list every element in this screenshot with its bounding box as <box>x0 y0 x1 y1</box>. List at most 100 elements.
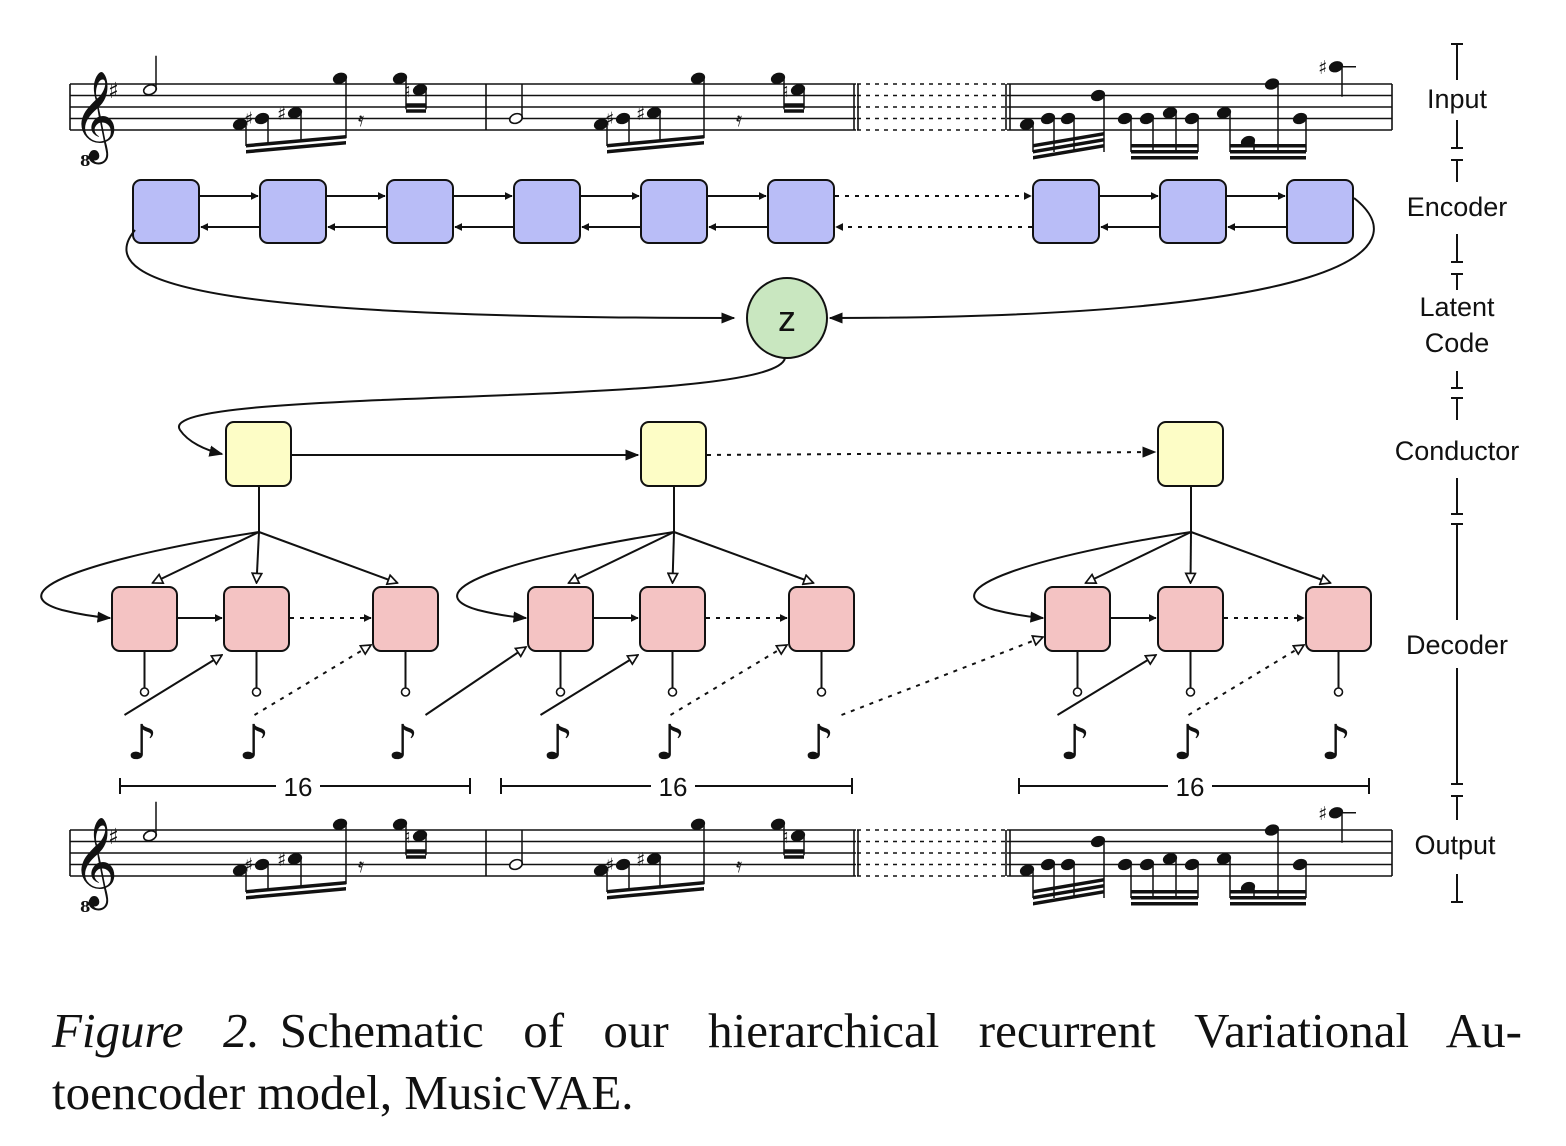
figure-caption: Figure 2.Schematic of our hierarchical r… <box>52 1000 1522 1124</box>
conductor-to-decoder-arrow <box>569 531 675 583</box>
decoder-output-node <box>251 687 262 697</box>
notehead <box>232 864 248 876</box>
accidental: ♯ <box>277 849 286 871</box>
notehead <box>1090 89 1106 102</box>
span-brackets: 16 16 16 <box>119 772 1370 802</box>
beam <box>607 141 704 154</box>
conductor-to-decoder-arrow <box>1191 531 1192 583</box>
musicvae-diagram: 𝄞8♯♯♯𝄿♮♯♯𝄿♮♯ 𝄞8♯♯♯𝄿♮♯♯𝄿♮♯ z ♪♪♪♪♪♪♪♪♪ 16… <box>40 43 1519 916</box>
stage-label-decoder: Decoder <box>1406 630 1508 660</box>
stage-labels: Input Encoder Latent Code Conductor Deco… <box>1395 43 1519 903</box>
input-staff: 𝄞8♯♯♯𝄿♮♯♯𝄿♮♯ <box>69 55 1393 170</box>
conductor-loop-arrow <box>456 531 675 623</box>
decoder-output-node <box>1333 687 1344 697</box>
note-feedback-arrow-dotted <box>669 645 788 716</box>
notehead <box>1117 858 1133 871</box>
conductor-to-decoder-arrow <box>673 531 814 583</box>
notehead <box>1162 853 1178 865</box>
note-feedback-arrow-dotted <box>253 645 372 716</box>
conductor-cell <box>225 421 292 487</box>
octave-mark: 8 <box>80 152 90 170</box>
notehead <box>287 853 303 865</box>
notehead <box>1117 112 1133 125</box>
decoder-cell <box>111 586 178 652</box>
notehead <box>332 72 348 84</box>
decoder-cell <box>1157 586 1224 652</box>
accidental: ♯ <box>244 109 253 131</box>
beam <box>406 849 426 853</box>
notehead <box>1292 858 1308 871</box>
eighth-note-icon: ♪ <box>127 715 158 771</box>
accidental: ♮ <box>782 826 789 848</box>
beam <box>246 881 346 894</box>
encoder-cell <box>513 179 581 244</box>
decoder-cell <box>372 586 439 652</box>
notehead <box>593 864 609 876</box>
notehead <box>690 818 706 830</box>
key-signature-sharp: ♯ <box>108 825 119 850</box>
beam <box>784 855 804 859</box>
notehead <box>1216 853 1232 865</box>
beam <box>1033 144 1104 160</box>
beam <box>1230 890 1306 894</box>
note-feedback-arrow <box>1056 655 1157 716</box>
notehead <box>1184 858 1200 871</box>
encoder-cell <box>767 179 835 244</box>
note-feedback-arrow-cross <box>841 637 1044 716</box>
beam <box>1033 884 1104 900</box>
notehead <box>790 84 806 96</box>
decoder-output-node <box>816 687 827 697</box>
notehead <box>1139 858 1155 871</box>
decoder-output-node <box>1072 687 1083 697</box>
notehead <box>615 858 631 871</box>
rest: 𝄿 <box>736 107 742 131</box>
beam <box>1131 150 1198 154</box>
eighth-note-icon: ♪ <box>1060 715 1091 771</box>
rest: 𝄿 <box>358 107 364 131</box>
rest: 𝄿 <box>736 853 742 877</box>
encoder-cell <box>1032 179 1100 244</box>
figure-label: Figure 2. <box>52 1003 260 1058</box>
conductor-cell <box>640 421 707 487</box>
notehead <box>1090 835 1106 848</box>
note-feedback-arrow-cross <box>424 647 527 716</box>
notehead <box>1019 118 1035 130</box>
conductor-forward-arrow-dotted <box>706 446 1157 458</box>
notehead <box>646 853 662 865</box>
beam <box>1131 156 1198 160</box>
stage-label-output: Output <box>1414 830 1496 860</box>
key-signature-sharp: ♯ <box>108 79 119 104</box>
beam <box>246 141 346 154</box>
notehead <box>1216 107 1232 119</box>
encoder-cell <box>1159 179 1227 244</box>
notehead <box>392 72 408 84</box>
beam <box>1033 132 1104 148</box>
stage-label-input: Input <box>1427 84 1488 114</box>
octave-mark: 8 <box>80 898 90 916</box>
notehead <box>1264 78 1280 90</box>
decoder-cell <box>223 586 290 652</box>
decoder-cell <box>1305 586 1372 652</box>
notehead <box>1060 858 1076 871</box>
notehead <box>1139 112 1155 125</box>
notehead <box>1184 112 1200 125</box>
accidental: ♯ <box>636 103 645 125</box>
beam <box>1131 144 1198 148</box>
beam <box>607 881 704 894</box>
accidental: ♯ <box>605 109 614 131</box>
eighth-note-icon: ♪ <box>804 715 835 771</box>
conductor-to-decoder-arrow <box>258 531 398 583</box>
decoder-cell <box>788 586 855 652</box>
beam <box>406 855 426 859</box>
accidental: ♯ <box>636 849 645 871</box>
conductor-to-decoder-arrow <box>673 531 675 583</box>
encoder-cell <box>259 179 327 244</box>
encoder-layer <box>132 179 1354 244</box>
note-feedback-arrow-dotted <box>1187 645 1305 716</box>
accidental: ♯ <box>277 103 286 125</box>
note-feedback-arrow <box>123 655 223 716</box>
stage-label-latent-2: Code <box>1425 328 1490 358</box>
decoder-cell <box>1044 586 1111 652</box>
span-label-2: 16 <box>659 772 688 802</box>
encoder-cell <box>132 179 200 244</box>
